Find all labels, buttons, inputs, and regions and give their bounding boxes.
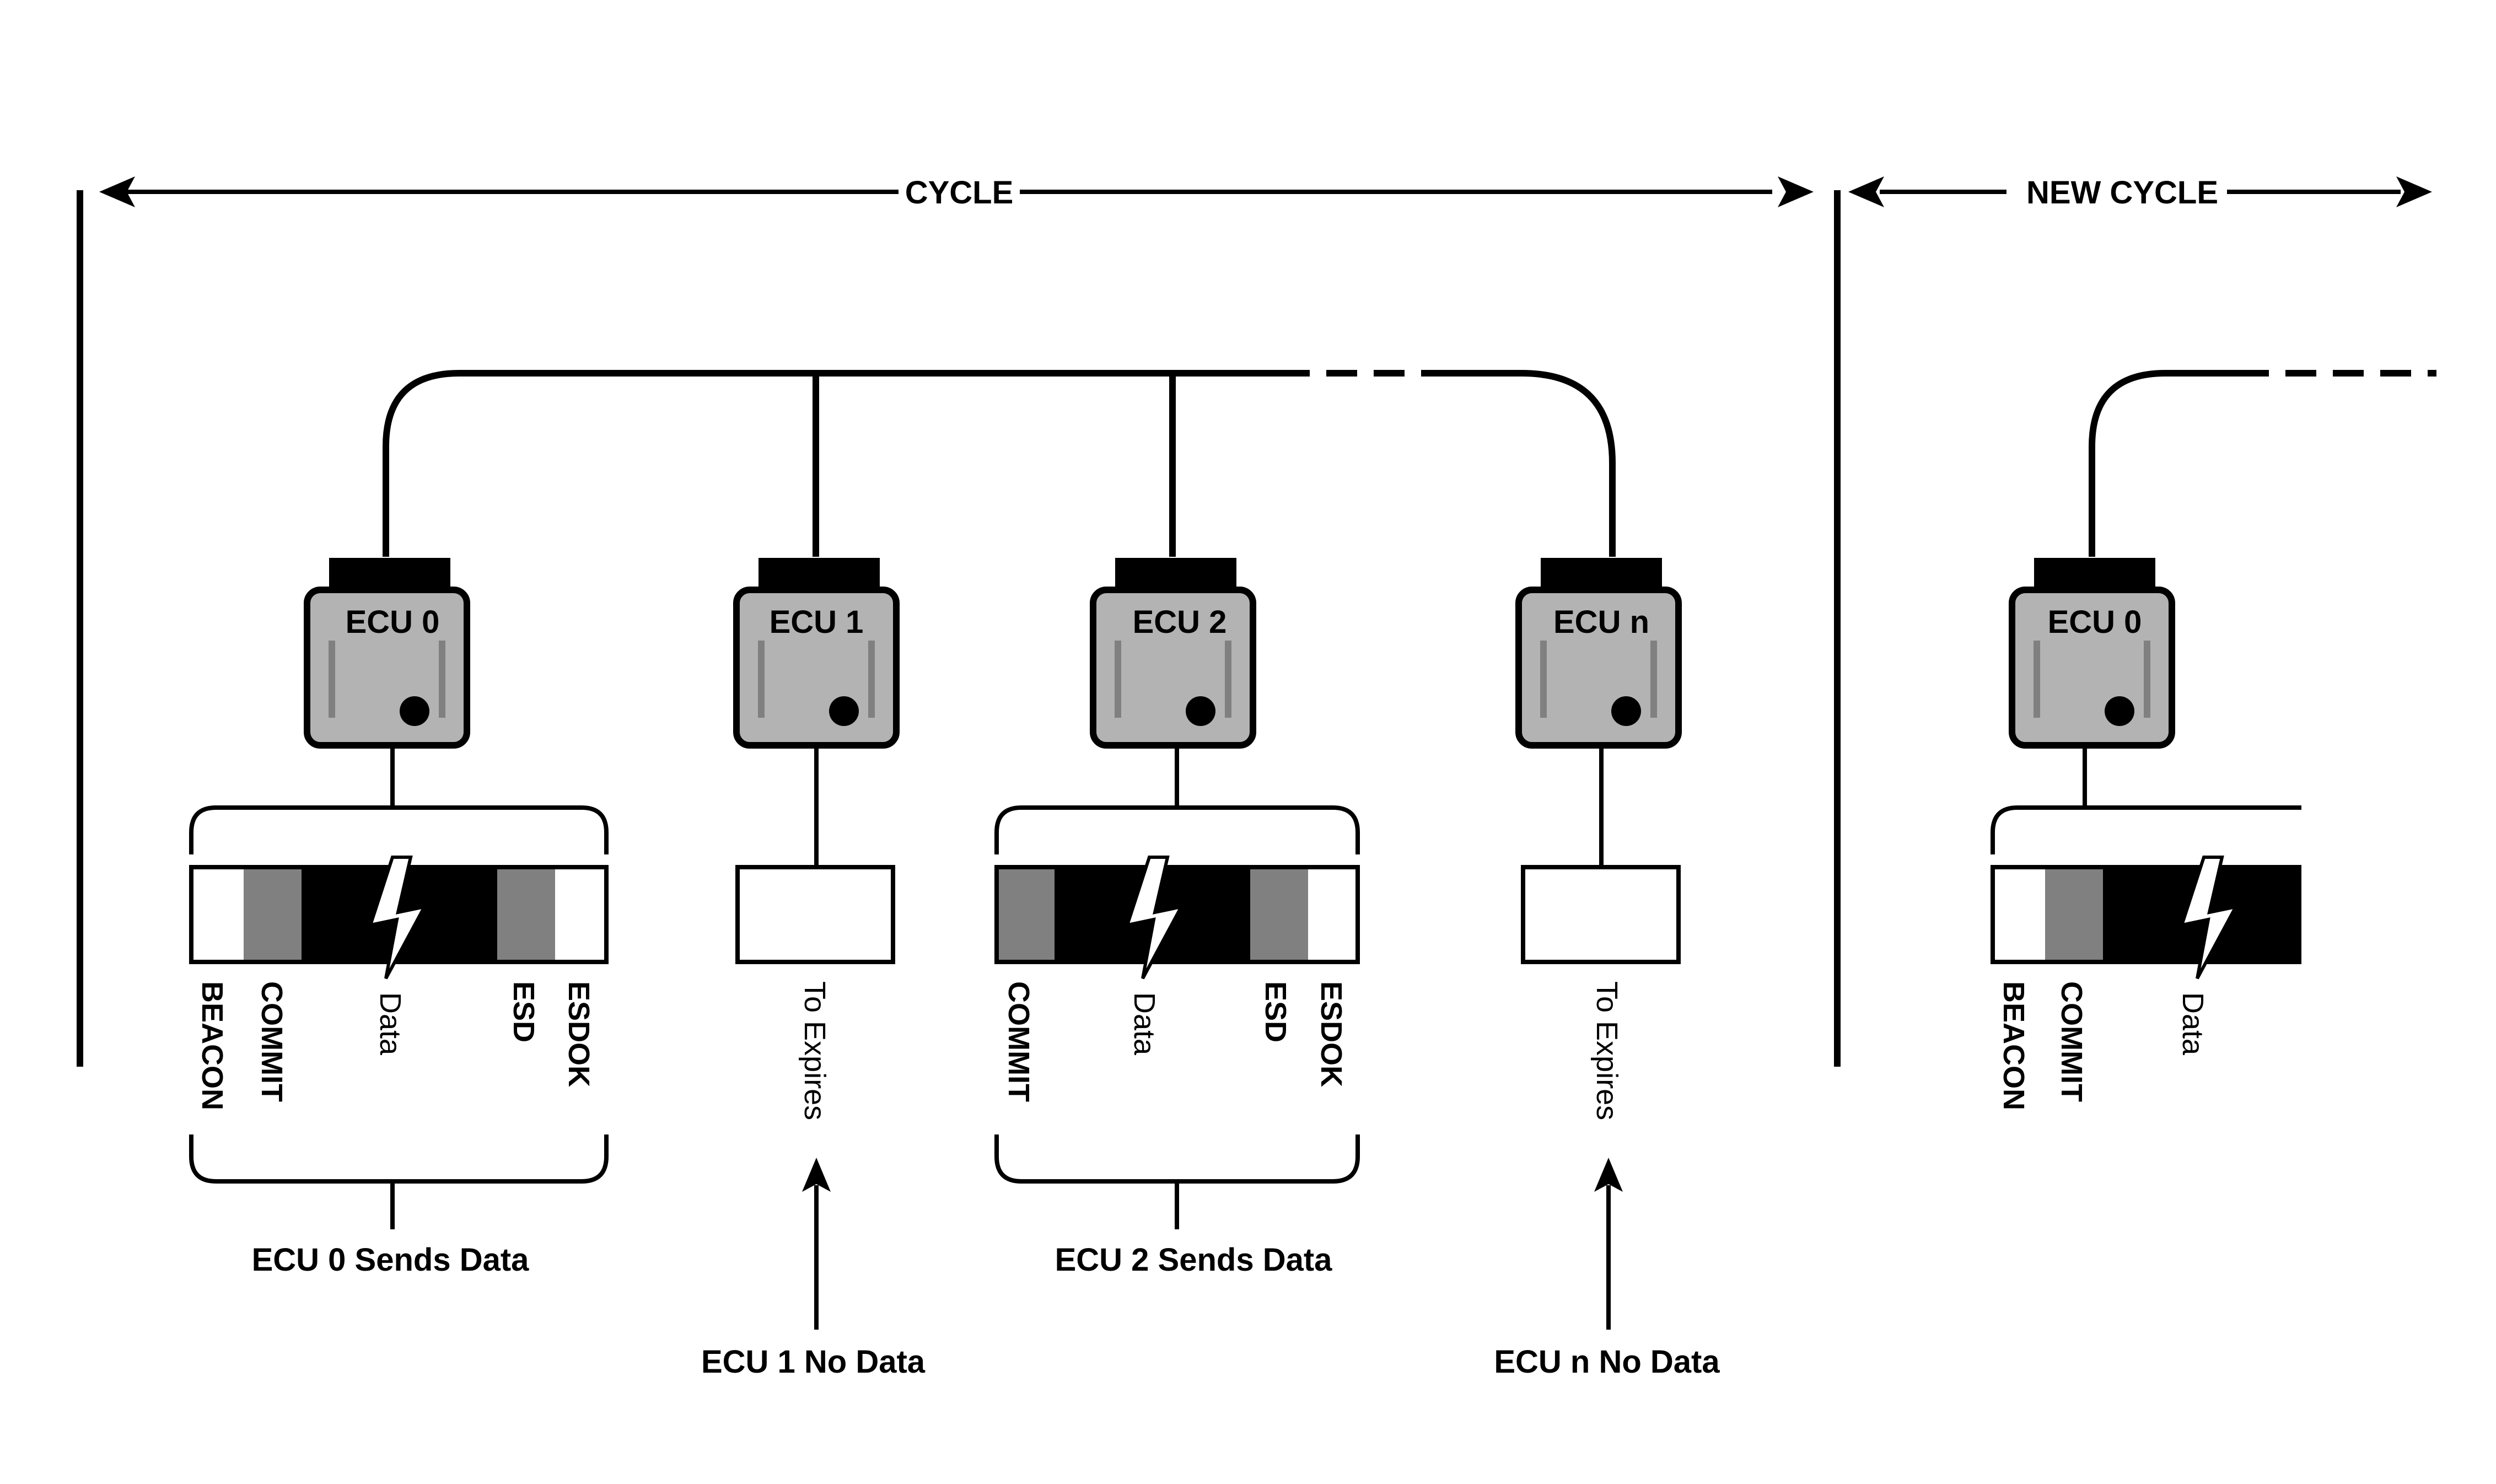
esd-slot xyxy=(1250,867,1308,962)
timeout-slot xyxy=(735,865,895,964)
ecu-2-frame xyxy=(994,805,1360,1229)
ecu0-sends-caption: ECU 0 Sends Data xyxy=(252,1242,530,1278)
ecu-1: ECU 1 xyxy=(736,558,896,745)
ecu1-nodata-caption: ECU 1 No Data xyxy=(701,1344,926,1380)
esdok-slot xyxy=(555,867,606,962)
commit-slot xyxy=(997,867,1055,962)
ecu-n-label: ECU n xyxy=(1553,604,1649,640)
esdok-label: ESDOK xyxy=(1315,981,1348,1087)
cycle-arrow-left-icon xyxy=(99,176,135,207)
data-label: Data xyxy=(374,992,407,1056)
esdok-label: ESDOK xyxy=(562,981,595,1087)
esd-label: ESD xyxy=(1259,981,1292,1042)
ecu-0-next: ECU 0 xyxy=(2012,558,2172,745)
new-cycle-arrow-left-icon xyxy=(1848,176,1884,207)
commit-label: COMMIT xyxy=(2055,981,2088,1102)
lightning-break-icon xyxy=(1125,856,1185,980)
data-label: Data xyxy=(2176,992,2209,1056)
cycle-arrow-right-icon xyxy=(1778,176,1814,207)
beacon-label: BEACON xyxy=(196,981,229,1110)
ecu-n-arrow-up-icon xyxy=(1594,1158,1623,1192)
ecu-0-next-label: ECU 0 xyxy=(2048,604,2142,640)
ecu2-sends-caption: ECU 2 Sends Data xyxy=(1055,1242,1333,1278)
commit-label: COMMIT xyxy=(255,981,288,1102)
ecun-nodata-caption: ECU n No Data xyxy=(1494,1344,1720,1380)
ecu-0-label: ECU 0 xyxy=(346,604,440,640)
ecu-n-slot xyxy=(1521,865,1681,1330)
timeout-slot xyxy=(1521,865,1681,964)
new-cycle-label: NEW CYCLE xyxy=(2026,175,2218,211)
captions: ECU 0 Sends Data ECU 1 No Data ECU 2 Sen… xyxy=(252,1242,1720,1380)
cycle-markers: CYCLE NEW CYCLE xyxy=(77,175,2432,1067)
ecu-1-label: ECU 1 xyxy=(770,604,864,640)
beacon-slot xyxy=(191,867,244,962)
ecu-0-next-frame xyxy=(1991,805,2301,980)
segment-labels: BEACON COMMIT Data ESD ESDOK To Expires … xyxy=(196,981,2209,1120)
bus-lines xyxy=(383,370,2436,557)
ecu-1-arrow-up-icon xyxy=(802,1158,831,1192)
new-cycle-arrow-right-icon xyxy=(2396,176,2432,207)
commit-label: COMMIT xyxy=(1002,981,1035,1102)
ecu-0: ECU 0 xyxy=(307,558,467,745)
ecu-2-label: ECU 2 xyxy=(1133,604,1227,640)
lightning-break-icon xyxy=(2179,856,2239,980)
beacon-slot xyxy=(1993,867,2045,962)
to-expires-label: To Expires xyxy=(1590,981,1623,1120)
commit-slot xyxy=(244,867,302,962)
esd-slot xyxy=(497,867,555,962)
ecu-n: ECU n xyxy=(1519,558,1679,745)
ecu-0-frame xyxy=(189,805,609,1229)
commit-slot xyxy=(2045,867,2103,962)
lightning-break-icon xyxy=(368,856,428,980)
ecu-2: ECU 2 xyxy=(1093,558,1253,745)
data-label: Data xyxy=(1128,992,1161,1056)
esd-label: ESD xyxy=(507,981,540,1042)
to-expires-label: To Expires xyxy=(798,981,831,1120)
beacon-label: BEACON xyxy=(1997,981,2030,1110)
esdok-slot xyxy=(1308,867,1358,962)
cycle-label: CYCLE xyxy=(905,175,1014,211)
ecu-1-slot xyxy=(735,865,895,1330)
